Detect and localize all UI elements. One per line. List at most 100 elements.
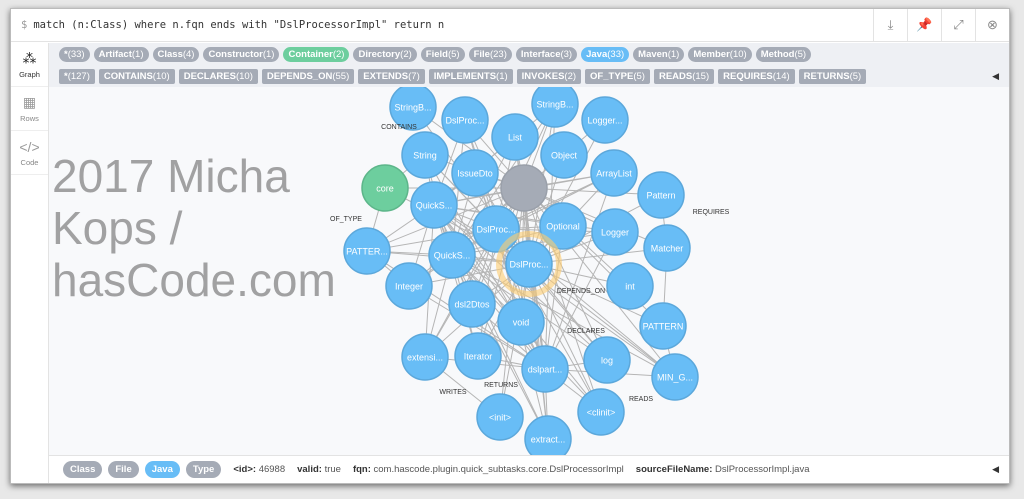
graph-node[interactable]: int (606, 262, 654, 310)
graph-node[interactable]: core (361, 164, 409, 212)
label-tag[interactable]: Member(10) (688, 46, 752, 62)
sidebar-item-graph[interactable]: ⁂Graph (11, 43, 48, 87)
graph-node[interactable]: DslProc... (496, 231, 562, 297)
expand-button[interactable]: ⤢ (941, 8, 975, 42)
relationship-edge[interactable] (544, 172, 615, 370)
graph-node[interactable]: Pattern (637, 171, 685, 219)
relationship-tag[interactable]: RETURNS(5) (798, 68, 867, 84)
label-tag[interactable]: Artifact(1) (93, 46, 149, 62)
graph-node[interactable]: Logger... (581, 96, 629, 144)
graph-node[interactable]: List (491, 113, 539, 161)
download-button[interactable]: ⤓ (873, 8, 907, 42)
relationship-tag[interactable]: READS(15) (653, 68, 715, 84)
graph-node[interactable]: StringB... (389, 87, 437, 131)
graph-node[interactable]: IssueDto (451, 149, 499, 197)
label-tag[interactable]: Directory(2) (353, 46, 417, 62)
relationship-tag[interactable]: CONTAINS(10) (98, 68, 175, 84)
relationship-edge[interactable] (523, 187, 608, 361)
node-circle (385, 262, 433, 310)
relationship-tag[interactable]: OF_TYPE(5) (585, 68, 650, 84)
node-property: fqn: com.hascode.plugin.quick_subtasks.c… (353, 464, 624, 475)
graph-node[interactable]: <clinit> (577, 388, 625, 436)
relationship-edge[interactable] (433, 204, 479, 357)
graph-node[interactable]: QuickS... (428, 231, 476, 279)
tag-name: Artifact (98, 48, 132, 60)
node-label: DslProc... (476, 225, 515, 235)
relationship-tag[interactable]: *(127) (59, 68, 95, 84)
relationship-tag[interactable]: INVOKES(2) (516, 68, 582, 84)
relationship-tag[interactable]: IMPLEMENTS(1) (428, 68, 513, 84)
label-tag[interactable]: Java(33) (581, 46, 630, 62)
label-tag[interactable]: *(33) (59, 46, 90, 62)
query-text[interactable]: $match (n:Class) where n.fqn ends with "… (21, 19, 445, 31)
graph-canvas[interactable]: StringB... StringB... DslProc... Logger... L… (49, 87, 1011, 456)
collapse-arrow-icon[interactable]: ◀ (992, 464, 999, 474)
graph-node[interactable]: Optional (539, 202, 587, 250)
relationship-edge[interactable] (544, 231, 616, 370)
relationship-edge[interactable] (433, 204, 522, 323)
node-label: Pattern (646, 191, 675, 201)
edge-label: DECLARES (567, 328, 605, 335)
label-tag[interactable]: Container(2) (283, 46, 350, 62)
relationship-edge[interactable] (408, 285, 546, 370)
node-circle (591, 208, 639, 256)
graph-node[interactable]: Logger (591, 208, 639, 256)
relationship-tag[interactable]: DEPENDS_ON(55) (261, 68, 355, 84)
graph-node[interactable] (500, 164, 548, 212)
label-tag[interactable]: Interface(3) (515, 46, 578, 62)
graph-node[interactable]: QuickS... (410, 181, 458, 229)
graph-node[interactable]: String (401, 131, 449, 179)
node-property: <id>: 46988 (233, 464, 285, 475)
relationship-tag[interactable]: DECLARES(10) (178, 68, 258, 84)
node-circle (454, 332, 502, 380)
graph-node[interactable]: DslProc... (441, 96, 489, 144)
graph-node[interactable]: Matcher (643, 224, 691, 272)
graph-node[interactable]: Iterator (454, 332, 502, 380)
relationship-edge[interactable] (523, 187, 668, 249)
relationship-edge[interactable] (523, 187, 602, 413)
tag-count: (15) (692, 70, 710, 82)
relationship-tag[interactable]: REQUIRES(14) (718, 68, 795, 84)
graph-node[interactable]: void (497, 298, 545, 346)
node-label-tag[interactable]: Type (185, 461, 222, 478)
node-label-tag[interactable]: Java (144, 461, 180, 478)
graph-node[interactable]: StringB... (531, 87, 579, 128)
sidebar-item-rows[interactable]: ▦Rows (11, 87, 48, 131)
property-value: 46988 (258, 464, 286, 475)
label-tag[interactable]: Method(5) (755, 46, 812, 62)
collapse-arrow-icon[interactable]: ◀ (992, 70, 999, 81)
graph-node[interactable]: MIN_G... (651, 353, 699, 401)
tag-name: EXTENDS (363, 70, 409, 82)
label-tag[interactable]: File(23) (468, 46, 512, 62)
graph-node[interactable]: <init> (476, 393, 524, 441)
graph-node[interactable]: ArrayList (590, 149, 638, 197)
graph-node[interactable]: dslpart... (521, 345, 569, 393)
graph-node[interactable]: PATTERN (639, 302, 687, 350)
node-circle (428, 231, 476, 279)
node-circle (583, 336, 631, 384)
relationship-tag[interactable]: EXTENDS(7) (358, 68, 425, 84)
tag-count: (1) (131, 48, 144, 60)
graph-node[interactable]: PATTER... (343, 227, 391, 275)
node-label-tag[interactable]: Class (63, 461, 103, 478)
graph-node[interactable]: DslProc... (472, 205, 520, 253)
node-property: sourceFileName: DslProcessorImpl.java (636, 464, 810, 475)
label-tag[interactable]: Field(5) (420, 46, 465, 62)
node-label: int (625, 282, 635, 292)
close-button[interactable]: ⊗ (975, 8, 1009, 42)
tag-count: (1) (667, 48, 680, 60)
label-tag[interactable]: Constructor(1) (203, 46, 280, 62)
pin-button[interactable]: 📌 (907, 8, 941, 42)
relationship-edge[interactable] (451, 254, 676, 378)
label-tag[interactable]: Maven(1) (633, 46, 685, 62)
node-label-tag[interactable]: File (108, 461, 139, 478)
graph-node[interactable]: Integer (385, 262, 433, 310)
label-tag[interactable]: Class(4) (152, 46, 200, 62)
node-label: StringB... (394, 103, 431, 113)
graph-node[interactable]: log (583, 336, 631, 384)
graph-node[interactable]: extensi... (401, 333, 449, 381)
graph-node[interactable]: Object (540, 131, 588, 179)
sidebar-item-code[interactable]: </>Code (11, 131, 48, 175)
graph-node[interactable]: extract... (524, 415, 572, 456)
graph-node[interactable]: dsl2Dtos (448, 280, 496, 328)
